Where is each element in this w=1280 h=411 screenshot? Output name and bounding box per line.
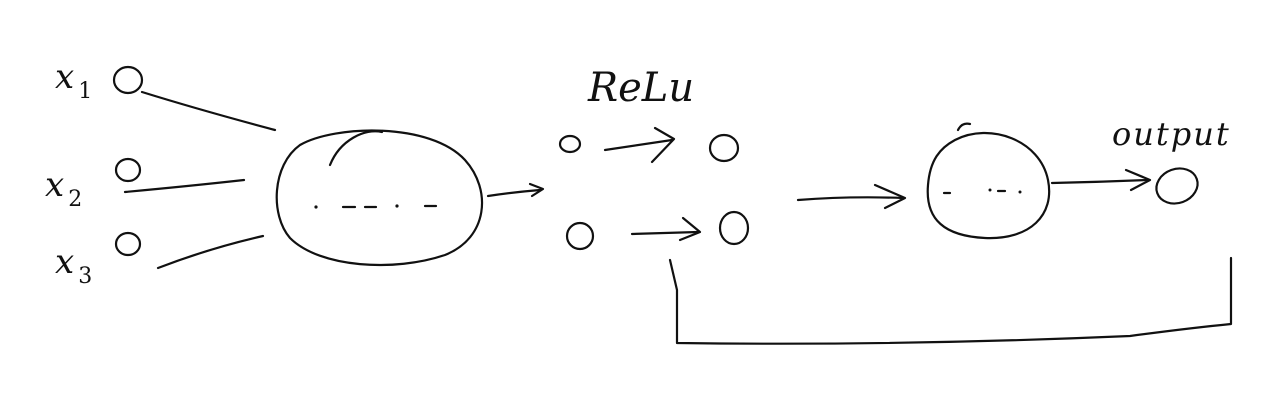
skip-connection [668,256,1233,345]
input-line-3 [156,234,265,270]
second-layer-fold [956,122,972,132]
second-layer-dots [942,188,1022,195]
relu-arrow-1 [603,138,674,152]
relu-to-blob2-arrow [796,196,905,202]
second-layer-blob [926,131,1051,240]
post-relu-node-1 [708,133,740,163]
hidden-layer-blob [275,129,484,267]
relu-arrow-2 [630,230,700,236]
pre-relu-node-2 [565,221,595,251]
blob2-to-output-arrow [1050,178,1149,185]
hidden-layer-dots [314,204,438,209]
input-node-3 [114,231,142,257]
input-line-2 [123,178,246,194]
output-label: output [1112,115,1231,153]
pre-relu-node-1 [558,134,582,154]
activation-label: ReLu [588,65,695,111]
input-line-1 [140,90,277,132]
hidden-layer-fold [328,130,384,167]
input-node-1 [112,65,144,95]
blob-to-relu-arrow [486,188,542,198]
post-relu-node-2 [718,210,750,246]
input-node-2 [114,157,142,183]
output-node [1155,167,1199,205]
